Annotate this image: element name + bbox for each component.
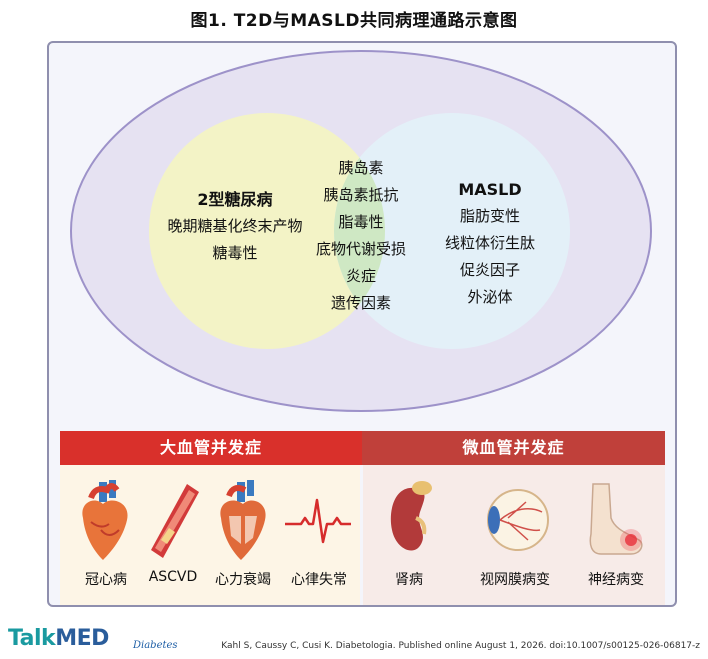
talkmed-logo: TalkMED <box>8 626 109 651</box>
heart-cross-section-icon <box>220 480 266 560</box>
micro-label: 视网膜病变 <box>480 572 550 588</box>
overlap-text: 胰岛素 胰岛素抵抗 脂毒性 底物代谢受损 炎症 遗传因素 <box>308 155 414 317</box>
masld-circle <box>334 113 570 349</box>
macro-label: 心律失常 <box>291 572 347 588</box>
micro-label: 肾病 <box>395 572 423 588</box>
diabetes-item: 晚期糖基化终末产物 <box>167 217 303 235</box>
macro-label: 冠心病 <box>85 572 127 588</box>
citation: Kahl S, Caussy C, Cusi K. Diabetologia. … <box>221 641 700 651</box>
artery-icon <box>151 484 199 558</box>
kidney-icon <box>390 481 432 551</box>
ecg-icon <box>285 498 351 544</box>
logo-part-1: Talk <box>8 626 56 651</box>
micro-label: 神经病变 <box>588 572 644 588</box>
overlap-item: 底物代谢受损 <box>315 240 406 258</box>
diabetes-circle <box>149 113 385 349</box>
overlap-item: 胰岛素抵抗 <box>323 186 399 204</box>
macro-label: 心力衰竭 <box>215 572 271 588</box>
overlap-item: 脂毒性 <box>338 213 384 231</box>
figure-title: 图1. T2D与MASLD共同病理通路示意图 <box>190 11 518 31</box>
overlap-item: 炎症 <box>345 267 376 285</box>
macro-label: ASCVD <box>148 569 198 585</box>
masld-text: MASLD 脂肪变性 线粒体衍生肽 促炎因子 外泌体 <box>430 176 550 311</box>
masld-item: 线粒体衍生肽 <box>444 234 535 252</box>
diabetes-heading: 2型糖尿病 <box>197 190 273 209</box>
masld-item: 外泌体 <box>467 288 513 306</box>
diabetes-item: 糖毒性 <box>212 244 258 262</box>
heart-icon <box>82 480 128 560</box>
journal-label: Diabetes <box>133 640 178 651</box>
venn-diagram <box>70 50 652 412</box>
micro-banner: 微血管并发症 <box>362 431 665 465</box>
masld-item: 脂肪变性 <box>459 207 520 225</box>
diabetes-text: 2型糖尿病 晚期糖基化终末产物 糖毒性 <box>160 186 310 267</box>
overlap-item: 胰岛素 <box>338 159 384 177</box>
masld-item: 促炎因子 <box>459 261 520 279</box>
macro-banner: 大血管并发症 <box>60 431 362 465</box>
masld-heading: MASLD <box>458 180 522 199</box>
eye-retina-icon <box>487 489 549 551</box>
logo-part-2: MED <box>55 626 109 651</box>
overlap-item: 遗传因素 <box>330 294 391 312</box>
foot-icon <box>589 483 643 555</box>
